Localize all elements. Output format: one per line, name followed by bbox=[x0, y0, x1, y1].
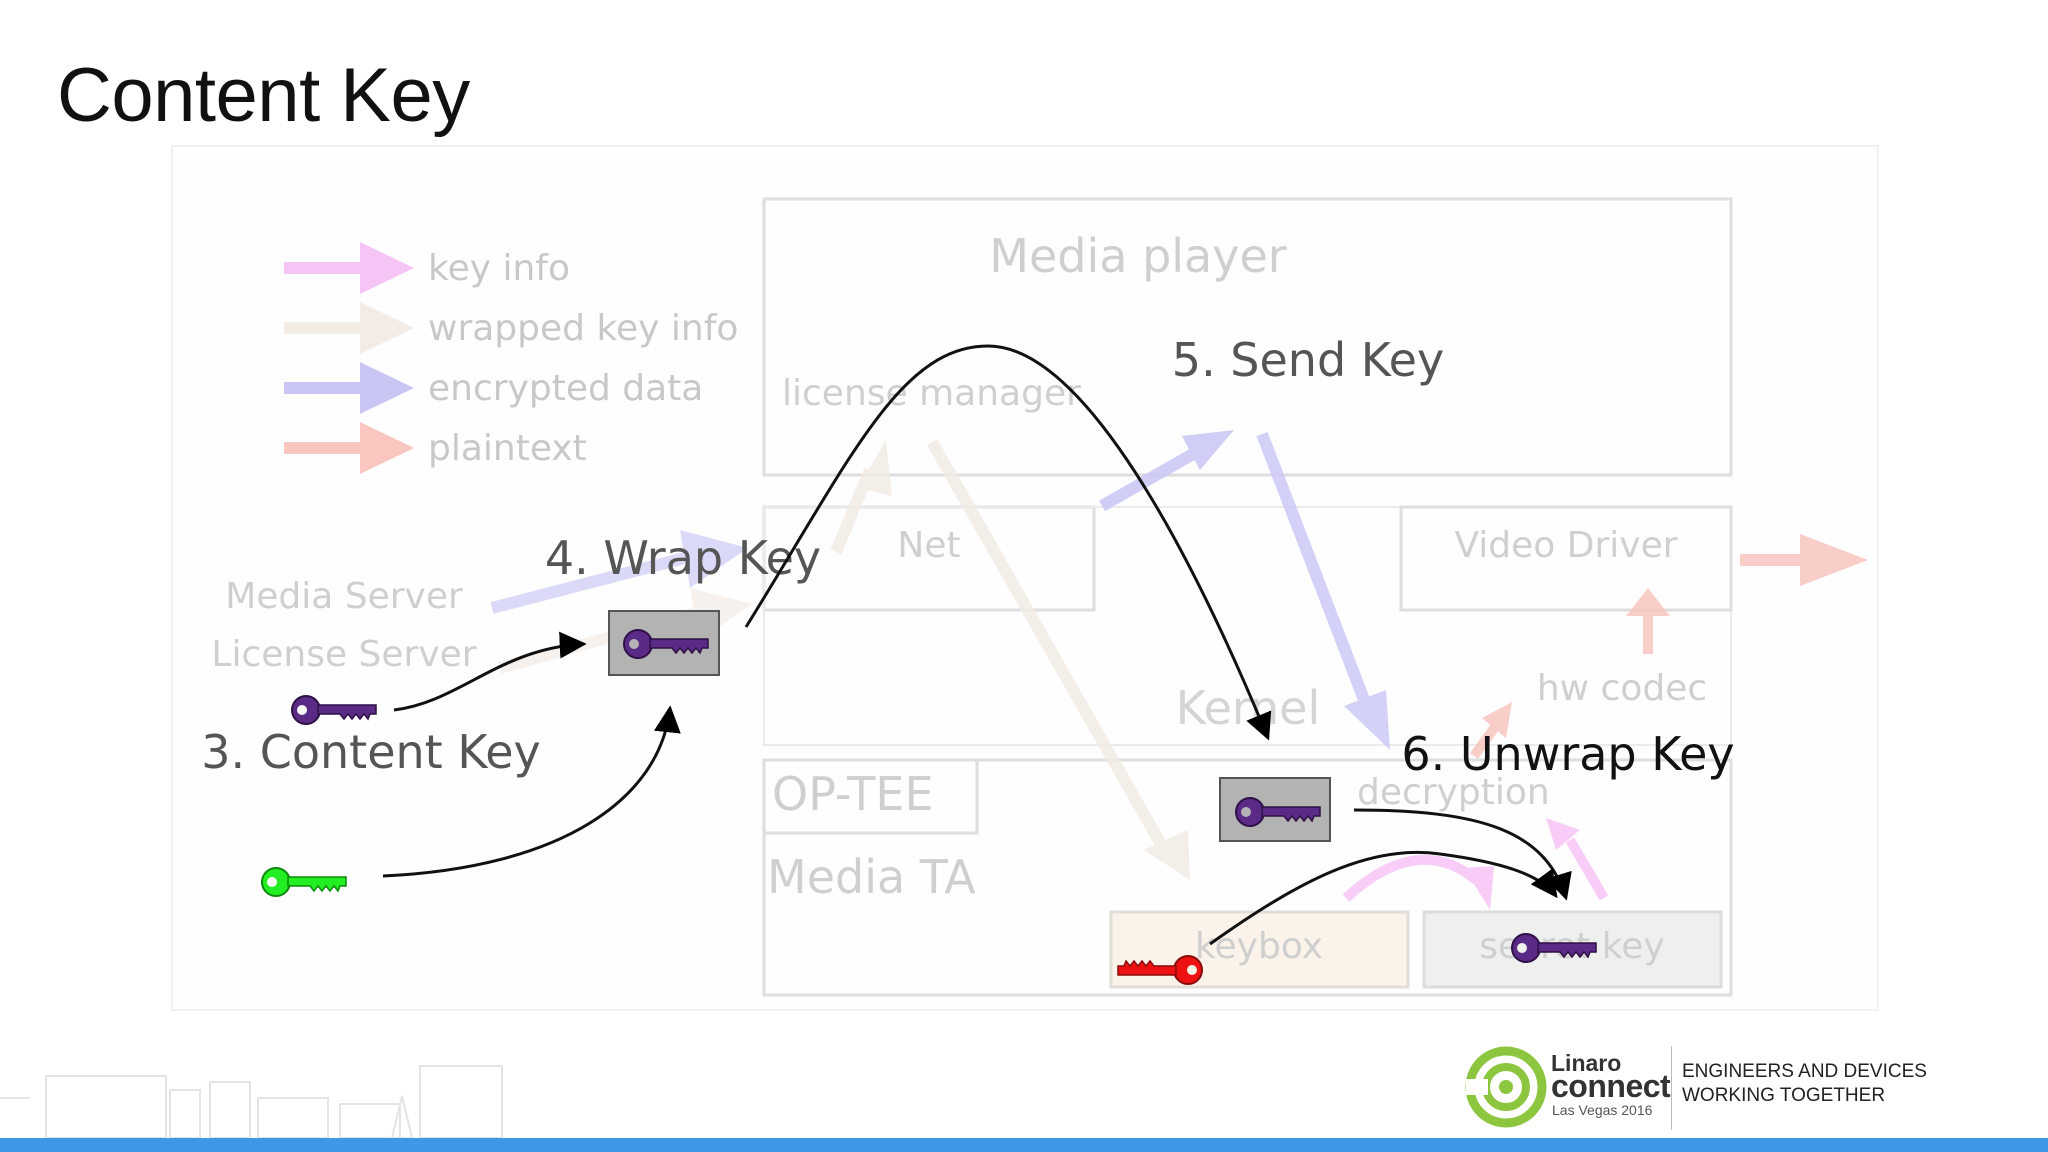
legend-arrow-wrapped-key-info bbox=[284, 302, 414, 354]
step-6-label: 6. Unwrap Key bbox=[1401, 727, 1734, 781]
footer-tagline: ENGINEERS AND DEVICES WORKING TOGETHER bbox=[1682, 1060, 1927, 1108]
media-ta-box bbox=[762, 758, 1733, 997]
tagline-line-1: ENGINEERS AND DEVICES bbox=[1682, 1061, 1927, 1082]
linaro-logo-icon bbox=[1465, 1046, 1547, 1128]
legend: key info wrapped key info encrypted data… bbox=[284, 242, 738, 474]
purple-key-icon bbox=[291, 695, 377, 725]
legend-label-encrypted-data: encrypted data bbox=[428, 368, 703, 409]
video-driver-label: Video Driver bbox=[1454, 525, 1677, 566]
step-3-label: 3. Content Key bbox=[201, 725, 540, 779]
footer-bar bbox=[0, 1138, 2048, 1152]
kernel-box bbox=[763, 506, 1732, 746]
legend-arrow-encrypted-data bbox=[284, 362, 414, 414]
slide-title: Content Key bbox=[57, 53, 470, 138]
encrypted-arrow-server-net bbox=[490, 548, 702, 614]
legend-label-key-info: key info bbox=[428, 248, 570, 289]
net-label: Net bbox=[897, 525, 960, 566]
footer-separator bbox=[1671, 1046, 1672, 1130]
red-key-icon bbox=[1117, 955, 1203, 985]
purple-key-icon bbox=[1511, 933, 1597, 963]
media-server-label: Media Server bbox=[225, 576, 463, 617]
arrow-green-key-to-wrap bbox=[382, 705, 681, 878]
media-player-box bbox=[762, 197, 1733, 477]
optee-box bbox=[762, 758, 979, 835]
faded-flow-arrows bbox=[490, 430, 1868, 910]
wrapped-arrow-license-keybox bbox=[926, 439, 1176, 863]
video-driver-box bbox=[1399, 505, 1733, 612]
skyline-decoration bbox=[0, 1065, 503, 1139]
step-4-label: 4. Wrap Key bbox=[545, 531, 821, 585]
media-player-label: Media player bbox=[989, 229, 1286, 283]
encrypted-arrow-player-decryption bbox=[1256, 431, 1374, 713]
logo-location-text: Las Vegas 2016 bbox=[1552, 1102, 1653, 1118]
step-5-label: 5. Send Key bbox=[1172, 333, 1444, 387]
green-key-icon bbox=[261, 867, 347, 897]
keybox-label: keybox bbox=[1195, 926, 1323, 967]
tagline-line-2: WORKING TOGETHER bbox=[1682, 1085, 1886, 1106]
hw-codec-label: hw codec bbox=[1537, 668, 1707, 709]
step-arrows bbox=[382, 344, 1572, 946]
legend-label-wrapped-key-info: wrapped key info bbox=[428, 308, 738, 349]
logo-linaro-text: Linaro bbox=[1551, 1050, 1622, 1076]
purple-key-icon bbox=[1235, 797, 1321, 827]
logo-connect-text: connect bbox=[1551, 1068, 1671, 1104]
license-server-label: License Server bbox=[211, 634, 476, 675]
license-manager-label: license manager bbox=[782, 373, 1081, 414]
purple-key-icon bbox=[623, 629, 709, 659]
arrow-content-key-to-wrap bbox=[393, 631, 587, 712]
legend-arrow-key-info bbox=[284, 242, 414, 294]
encrypted-arrow-net-player bbox=[1099, 444, 1203, 512]
media-ta-label: Media TA bbox=[767, 850, 976, 904]
legend-arrow-plaintext bbox=[284, 422, 414, 474]
decryption-label: decryption bbox=[1357, 772, 1550, 813]
legend-label-plaintext: plaintext bbox=[428, 428, 587, 469]
arrow-send-key bbox=[744, 344, 1272, 741]
arrow-keybox-secret bbox=[1209, 850, 1558, 946]
optee-label: OP-TEE bbox=[772, 767, 934, 821]
